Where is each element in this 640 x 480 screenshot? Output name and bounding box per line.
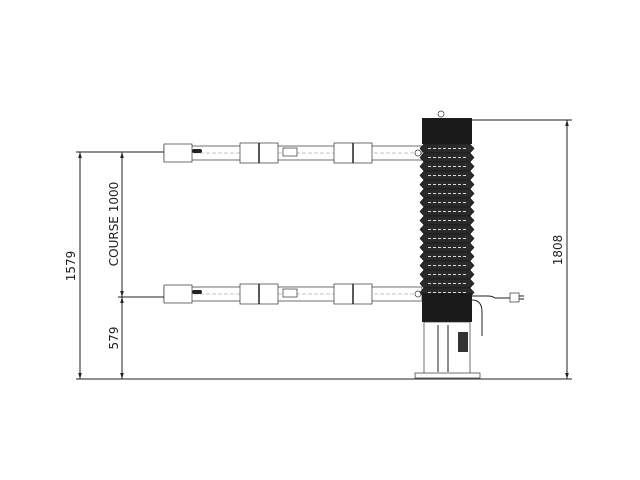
- lower-fork-arm: [163, 283, 423, 305]
- arm-tip: [163, 284, 193, 304]
- slot: [192, 149, 202, 153]
- bracket: [282, 147, 298, 157]
- bracket: [282, 288, 298, 298]
- foot-plate: [414, 372, 481, 379]
- plug-icon: [509, 292, 520, 303]
- dimension-1579-label: 1579: [64, 251, 78, 282]
- upper-fork-arm: [163, 142, 423, 164]
- arm-tip: [163, 143, 193, 163]
- dimension-579-label: 579: [107, 327, 121, 350]
- dimension-1808-label: 1808: [551, 235, 565, 266]
- column-band: [422, 293, 472, 322]
- dimension-course-label: COURSE 1000: [107, 182, 121, 267]
- lift-column: [414, 110, 524, 379]
- pivot: [414, 290, 422, 298]
- cable: [471, 295, 512, 336]
- dimension-1579: 1579: [64, 151, 165, 379]
- dimension-1808: 1808: [470, 119, 572, 380]
- slot: [192, 290, 202, 294]
- dimension-course: COURSE 1000: [107, 152, 165, 298]
- bellows: [419, 143, 475, 298]
- column-cap: [422, 118, 472, 144]
- dimension-579: 579: [107, 297, 124, 379]
- pivot: [414, 149, 422, 157]
- motor-box: [458, 332, 468, 352]
